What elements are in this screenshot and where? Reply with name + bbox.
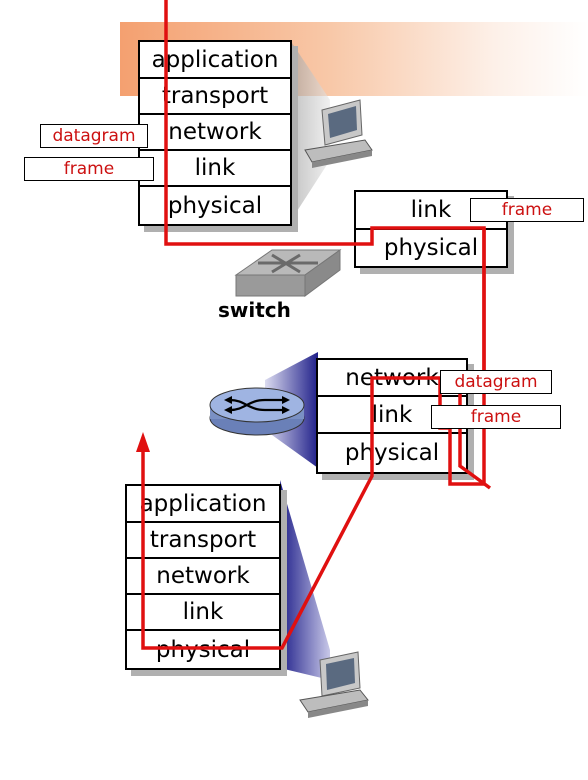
computer-icon-bottom xyxy=(299,651,369,718)
top-datagram-tag: datagram xyxy=(40,124,148,148)
top-frame-tag: frame xyxy=(24,157,154,181)
switch-icon xyxy=(234,249,342,297)
bottom-transport-layer: transport xyxy=(127,523,279,559)
top-host-cone xyxy=(290,40,330,222)
bottom-link-layer: link xyxy=(127,595,279,631)
router-frame-tag: frame xyxy=(431,405,561,429)
bottom-application-layer: application xyxy=(127,486,279,523)
switch-physical-layer: physical xyxy=(383,235,479,261)
router-datagram-tag: datagram xyxy=(440,370,552,394)
path-line xyxy=(141,0,486,650)
switch-frame-tag: frame xyxy=(470,198,584,222)
switch-caption: switch xyxy=(218,298,291,322)
bottom-network-layer: network xyxy=(127,559,279,595)
top-physical-layer: physical xyxy=(167,192,263,219)
router-link-layer: link xyxy=(318,397,466,434)
top-application-layer: application xyxy=(140,42,290,79)
router-physical-layer: physical xyxy=(344,440,440,466)
top-transport-layer: transport xyxy=(140,79,290,115)
top-host-stack: application transport network link physi… xyxy=(138,40,292,226)
router-icon xyxy=(209,387,305,436)
computer-icon-top xyxy=(304,99,373,168)
top-network-layer: network xyxy=(140,115,290,151)
bottom-host-stack: application transport network link physi… xyxy=(125,484,281,670)
path-arrowhead xyxy=(136,432,150,452)
top-link-layer: link xyxy=(140,151,290,187)
